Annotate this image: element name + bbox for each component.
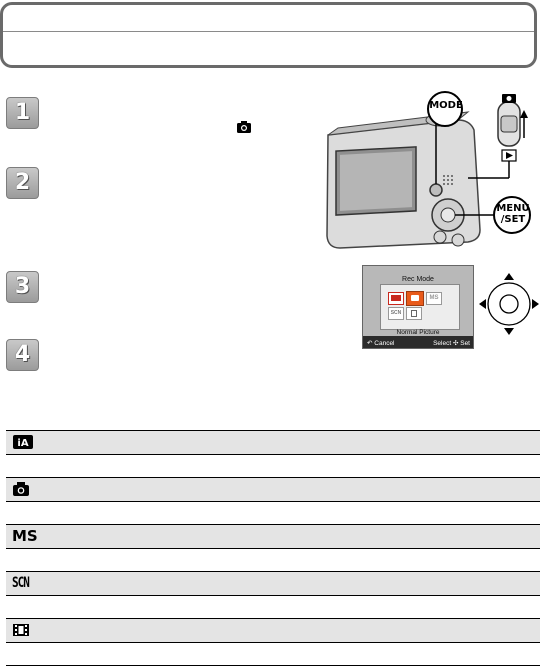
scn-mode-option[interactable]: SCN	[388, 307, 404, 320]
mode-row-intelligent-auto: iA	[6, 430, 540, 454]
title-frame	[0, 2, 537, 68]
menu-set-callout: MENU /SET	[494, 203, 532, 225]
menu-label: MENU	[496, 203, 530, 214]
normal-picture-option-selected[interactable]	[406, 291, 424, 306]
movie-mode-option[interactable]	[406, 307, 422, 320]
mode-desc-row	[6, 500, 540, 525]
step-2-badge: 2	[6, 167, 39, 199]
intelligent-auto-icon: iA	[13, 435, 33, 450]
ia-mode-option[interactable]	[388, 292, 404, 305]
select-label: Select	[433, 340, 452, 347]
movie-icon	[13, 624, 29, 637]
camera-icon	[13, 482, 29, 497]
cancel-label: Cancel	[374, 340, 395, 347]
step-1-badge: 1	[6, 97, 39, 129]
rec-mode-screen: Rec Mode MS SCN Normal Picture ↶ Cancel …	[362, 265, 474, 349]
mode-row-motion-picture	[6, 618, 540, 642]
mode-row-normal-picture	[6, 477, 540, 501]
camera-icon	[237, 121, 251, 133]
mode-desc-row	[6, 547, 540, 572]
mode-row-ms: MS	[6, 524, 540, 548]
mode-desc-row	[6, 453, 540, 478]
mode-button-callout: MODE	[429, 100, 463, 111]
cancel-hint: ↶ Cancel	[367, 340, 395, 347]
ms-icon: MS	[12, 527, 38, 546]
select-set-hint: Select ✣ Set	[433, 340, 470, 347]
rec-mode-title: Rec Mode	[402, 276, 434, 283]
ms-mode-option[interactable]: MS	[426, 292, 442, 305]
mode-desc-row	[6, 641, 540, 666]
selected-mode-name: Normal Picture	[396, 329, 440, 336]
lcd-bottom-bar	[363, 336, 473, 348]
set-label: /SET	[500, 214, 526, 225]
mode-table: iA MS SCN	[6, 430, 540, 666]
scn-icon: SCN	[12, 573, 30, 591]
title-divider	[3, 31, 534, 32]
step-4-badge: 4	[6, 339, 39, 371]
camera-illustration	[326, 91, 531, 249]
set-hint-label: Set	[460, 340, 470, 347]
mode-desc-row	[6, 594, 540, 619]
mode-row-scene: SCN	[6, 571, 540, 595]
svg-text:iA: iA	[17, 438, 28, 449]
step-3-badge: 3	[6, 271, 39, 303]
cursor-button-diagram	[479, 273, 539, 335]
